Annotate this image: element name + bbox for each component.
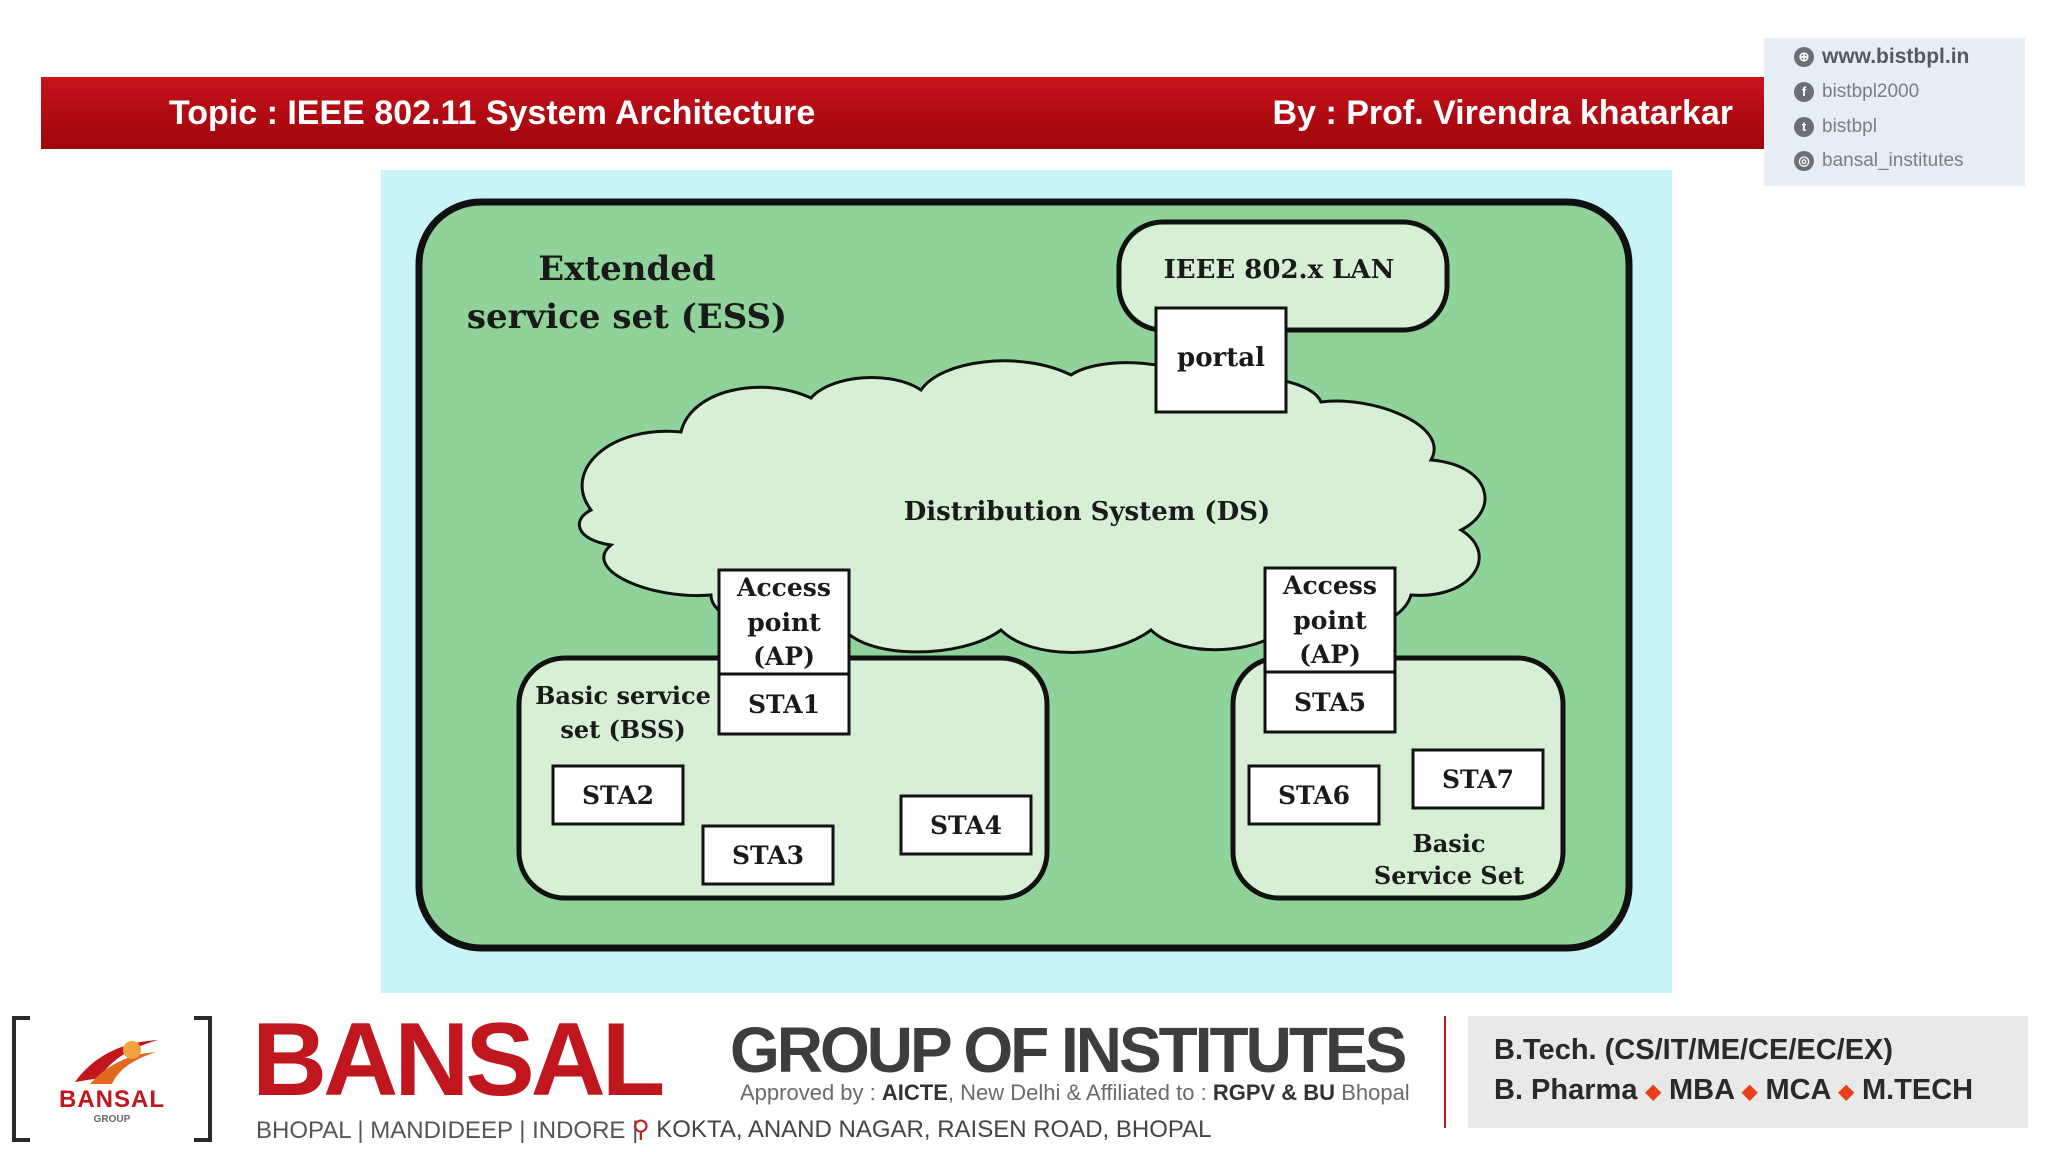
logo-subtitle: GROUP xyxy=(93,1114,131,1125)
topic-title: Topic : IEEE 802.11 System Architecture xyxy=(169,94,816,132)
ess-label-line1: Extended xyxy=(538,249,715,289)
sta2-box xyxy=(551,764,685,826)
portal-box xyxy=(1154,306,1288,414)
approval-line: Approved by : AICTE, New Delhi & Affilia… xyxy=(740,1080,1410,1105)
logo-wings-icon xyxy=(75,1040,158,1084)
sta4-box xyxy=(899,794,1033,856)
sta5-label: STA5 xyxy=(1294,688,1366,717)
instagram-icon: ◎ xyxy=(1794,150,1814,171)
campus-cities: BHOPAL | MANDIDEEP | INDORE | xyxy=(256,1117,639,1144)
bss-left-label-line1: Basic service xyxy=(535,681,711,710)
diamond-icon: ◆ xyxy=(1645,1080,1661,1103)
courses-panel: B.Tech. (CS/IT/ME/CE/EC/EX) B. Pharma ◆ … xyxy=(1468,1016,2028,1128)
ap-left-line1: Access xyxy=(736,573,831,602)
ap-right-line1: Access xyxy=(1282,571,1377,600)
sta3-label: STA3 xyxy=(732,841,804,870)
ap-right-box xyxy=(1263,566,1397,674)
globe-icon: ⊕ xyxy=(1794,47,1814,68)
location-pin-icon: ⚲ xyxy=(632,1116,650,1143)
logo-bracket-right xyxy=(194,1016,212,1142)
author-label: By : Prof. Virendra khatarkar xyxy=(1272,94,1733,132)
sta7-label: STA7 xyxy=(1442,765,1514,794)
ess-label-line2: service set (ESS) xyxy=(467,297,787,337)
twitter-icon: t xyxy=(1794,116,1814,137)
sta1-label: STA1 xyxy=(748,690,820,719)
ap-right-line2: point xyxy=(1293,606,1367,635)
sta7-box xyxy=(1411,748,1545,810)
bss-right-label-line1: Basic xyxy=(1412,829,1485,858)
lan-label: IEEE 802.x LAN xyxy=(1164,255,1395,285)
footer-divider xyxy=(1444,1016,1446,1128)
ds-label: Distribution System (DS) xyxy=(904,497,1270,527)
title-banner: Topic : IEEE 802.11 System Architecture … xyxy=(41,77,1764,149)
sta6-label: STA6 xyxy=(1278,781,1350,810)
bss-left-label-line2: set (BSS) xyxy=(560,715,685,744)
group-title: GROUP OF INSTITUTES xyxy=(730,1014,1407,1086)
architecture-diagram: Extended service set (ESS) IEEE 802.x LA… xyxy=(381,170,1672,993)
facebook-icon: f xyxy=(1794,81,1814,102)
ap-left-line2: point xyxy=(747,608,821,637)
sta3-box xyxy=(701,824,835,886)
sta4-label: STA4 xyxy=(930,811,1002,840)
sta1-box xyxy=(717,672,851,736)
courses-line-1: B.Tech. (CS/IT/ME/CE/EC/EX) xyxy=(1494,1034,1894,1066)
diagram-svg: Extended service set (ESS) IEEE 802.x LA… xyxy=(415,198,1633,952)
sta2-label: STA2 xyxy=(582,781,654,810)
portal-label: portal xyxy=(1177,343,1265,373)
diamond-icon: ◆ xyxy=(1742,1080,1758,1103)
logo-wordmark: BANSAL xyxy=(59,1086,165,1113)
sta6-box xyxy=(1247,764,1381,826)
ap-right-line3: (AP) xyxy=(1299,640,1361,669)
courses-line-2: B. Pharma ◆ MBA ◆ MCA ◆ M.TECH xyxy=(1494,1074,1974,1106)
sta5-box xyxy=(1263,670,1397,734)
bansal-logo: BANSAL GROUP xyxy=(12,1016,212,1142)
logo-bracket-left xyxy=(12,1016,30,1142)
address-line: ⚲ KOKTA, ANAND NAGAR, RAISEN ROAD, BHOPA… xyxy=(632,1116,1212,1143)
instagram-link[interactable]: ◎bansal_institutes xyxy=(1794,144,1964,178)
ap-left-line3: (AP) xyxy=(753,642,815,671)
diamond-icon: ◆ xyxy=(1838,1080,1854,1103)
website-link[interactable]: ⊕www.bistbpl.in xyxy=(1794,40,1969,74)
brand-name: BANSAL xyxy=(252,1002,665,1118)
bss-right-label-line2: Service Set xyxy=(1374,861,1524,890)
